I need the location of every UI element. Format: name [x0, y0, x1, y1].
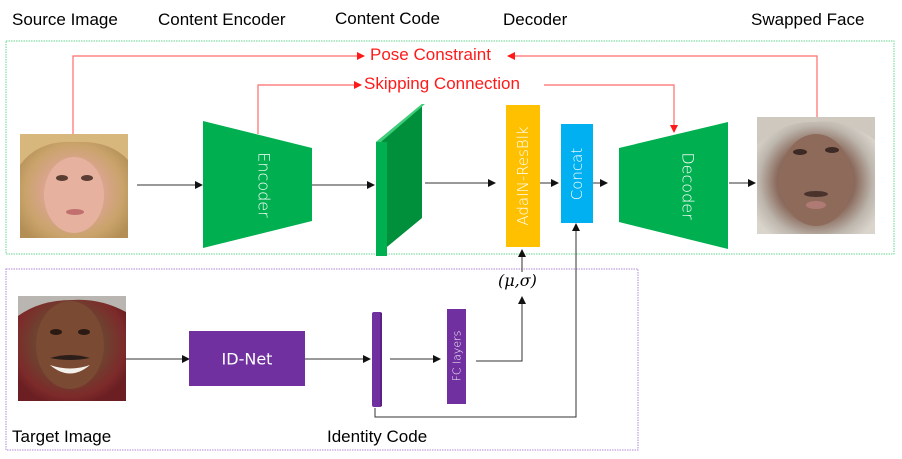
target-image: [18, 296, 126, 401]
pose-constraint-label: Pose Constraint: [370, 45, 491, 64]
header-content-encoder: Content Encoder: [158, 10, 286, 29]
id-net-label: ID-Net: [221, 349, 273, 369]
identity-code-block: [372, 312, 382, 407]
source-image: [20, 134, 128, 238]
identity-code-edge: [380, 313, 382, 406]
header-swapped-face: Swapped Face: [751, 10, 865, 29]
swapped-face-image: [757, 117, 875, 234]
adain-resblk-label: AdaIN-ResBlk: [514, 126, 532, 226]
concat-block: [561, 124, 593, 223]
fc-layers-label: FC layers: [450, 330, 464, 382]
id-net-block: [189, 331, 305, 386]
skipping-connection-line-right: [544, 84, 678, 133]
adain-params-label: (μ,σ): [498, 271, 537, 290]
content-code-top: [376, 104, 425, 142]
adain-resblk-block: [506, 105, 540, 247]
content-code-front: [376, 142, 387, 256]
fc-layers-block: [447, 309, 466, 404]
identity-branch-border: [5, 268, 639, 451]
encoder-block: [203, 121, 312, 248]
header-identity-code: Identity Code: [327, 427, 428, 446]
decoder-label: Decoder: [678, 152, 698, 220]
encoder-label: Encoder: [254, 152, 274, 218]
concat-label: Concat: [568, 147, 586, 201]
arrow-fc-to-adain-params: [476, 296, 526, 362]
arrow-idcode-to-concat: [374, 223, 580, 418]
header-content-code: Content Code: [335, 9, 440, 28]
content-branch-border: [5, 40, 895, 255]
pose-constraint-line-right: [507, 52, 818, 117]
header-source-image: Source Image: [12, 10, 118, 29]
skipping-connection-line-left: [257, 81, 362, 134]
skipping-connection-label: Skipping Connection: [364, 74, 520, 93]
header-decoder: Decoder: [503, 10, 568, 29]
header-target-image: Target Image: [12, 427, 112, 446]
pose-constraint-line-left: [72, 52, 365, 134]
content-code-side: [376, 104, 422, 256]
decoder-block: [619, 122, 728, 249]
